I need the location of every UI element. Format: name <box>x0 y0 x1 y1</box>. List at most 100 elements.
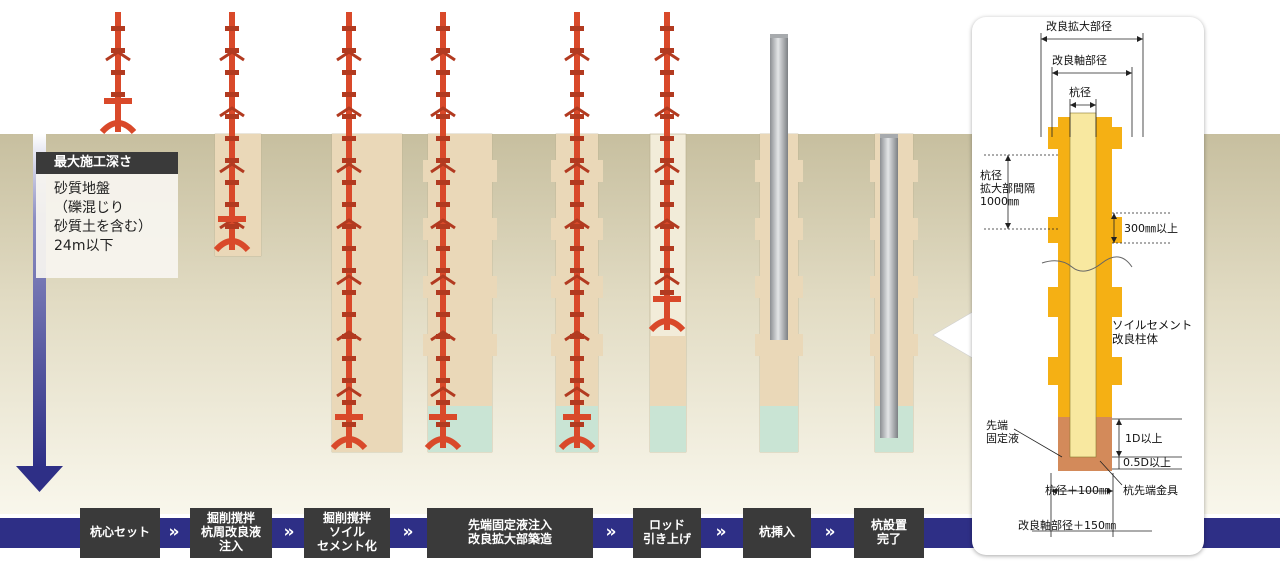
step-label: 掘削撹拌 <box>322 511 371 526</box>
rod-joint <box>342 224 356 229</box>
mixing-blade <box>219 106 245 118</box>
break-line <box>1041 256 1133 272</box>
rod-shaft <box>664 12 670 330</box>
rod-joint <box>342 202 356 207</box>
drill-head <box>648 318 686 333</box>
rod-joint <box>660 268 674 273</box>
rod-joint <box>436 92 450 97</box>
rod-joint <box>660 290 674 295</box>
mixing-blade <box>336 50 362 62</box>
rod-joint <box>660 202 674 207</box>
step-rod-lift: ロッド 引き上げ <box>633 508 701 558</box>
mixing-blade <box>564 162 590 174</box>
drill-head <box>213 238 251 253</box>
enlarged-section <box>423 218 497 240</box>
rod-joint <box>342 158 356 163</box>
rod-joint <box>111 92 125 97</box>
rod-joint <box>436 26 450 31</box>
stabilizer <box>335 414 363 420</box>
spacing-line: 1000㎜ <box>980 195 1019 209</box>
rod-joint <box>570 114 584 119</box>
rod-joint <box>342 136 356 141</box>
spacing-line: 拡大部間隔 <box>980 182 1035 196</box>
mixing-blade <box>430 274 456 286</box>
rod-joint <box>111 70 125 75</box>
rod-joint <box>342 378 356 383</box>
rod-joint <box>436 356 450 361</box>
rod-joint <box>570 268 584 273</box>
mixing-blade <box>564 330 590 342</box>
step-label: 改良拡大部築造 <box>467 532 552 546</box>
rod-joint <box>342 356 356 361</box>
soil-cement-column <box>650 336 686 406</box>
tip-fixing-liquid <box>760 406 798 452</box>
mixing-blade <box>336 162 362 174</box>
drill-rod <box>330 12 368 451</box>
arrowheads <box>1005 36 1143 494</box>
step-label: 完了 <box>876 532 901 546</box>
rod-joint <box>570 202 584 207</box>
rod-joint <box>342 92 356 97</box>
rod-joint <box>342 246 356 251</box>
rod-joint <box>436 246 450 251</box>
rod-joint <box>342 334 356 339</box>
rod-joint <box>436 422 450 427</box>
rod-joint <box>660 180 674 185</box>
step-pile-center-set: 杭心セット <box>80 508 160 558</box>
rod-joint <box>342 268 356 273</box>
rod-joint <box>111 26 125 31</box>
step-drill-inject: 掘削撹拌 杭周改良液 注入 <box>190 508 272 558</box>
rod-joint <box>436 400 450 405</box>
rod-joint <box>436 378 450 383</box>
rod-joint <box>436 70 450 75</box>
mixing-blade <box>654 274 680 286</box>
mixing-blade <box>654 50 680 62</box>
drill-head <box>330 436 368 451</box>
callout-pointer <box>932 309 977 361</box>
rod-joint <box>436 312 450 317</box>
step-label: 先端固定液注入 <box>467 518 552 533</box>
rod-joint <box>342 400 356 405</box>
mixing-blade <box>219 162 245 174</box>
rod-shaft <box>574 12 580 448</box>
stabilizer <box>429 414 457 420</box>
rod-joint <box>570 290 584 295</box>
chevron-right-icon: » <box>824 522 836 542</box>
depth-line: 砂質地盤 <box>54 181 110 197</box>
depth-line: 砂質土を含む） <box>54 219 152 235</box>
mixing-blade <box>564 218 590 230</box>
rod-joint <box>342 180 356 185</box>
rod-joint <box>660 246 674 251</box>
mixing-blade <box>430 50 456 62</box>
label-enlarged-height: 300㎜以上 <box>1124 222 1178 235</box>
rod-joint <box>570 334 584 339</box>
label-soil-cement-body: ソイルセメント 改良柱体 <box>1112 318 1192 347</box>
step-label: 杭周改良液 <box>200 525 261 540</box>
step-label: 杭挿入 <box>758 525 795 540</box>
rod-joint <box>570 246 584 251</box>
rod-joint <box>225 180 239 185</box>
rod-joint <box>342 114 356 119</box>
drill-rod <box>558 12 596 451</box>
bore-hole <box>214 133 262 257</box>
rod-joint <box>570 312 584 317</box>
rod-shaft <box>440 12 446 448</box>
rod-joint <box>225 114 239 119</box>
chevron-right-icon: » <box>168 522 180 542</box>
label-improved-enlarged-diameter: 改良拡大部径 <box>1046 20 1112 33</box>
rod-joint <box>570 422 584 427</box>
rod-joint <box>342 26 356 31</box>
rod-joint <box>570 224 584 229</box>
rod-joint <box>436 202 450 207</box>
label-tip-length-05d: 0.5D以上 <box>1123 456 1171 469</box>
drill-head <box>558 436 596 451</box>
label-shaft-plus-150: 改良軸部径＋150㎜ <box>1018 519 1116 532</box>
rod-joint <box>570 378 584 383</box>
pile-cap <box>770 34 788 38</box>
mixing-blade <box>336 274 362 286</box>
rod-joint <box>436 136 450 141</box>
mixing-blade <box>564 50 590 62</box>
rod-joint <box>225 70 239 75</box>
rod-joint <box>225 202 239 207</box>
rod-shaft <box>229 12 235 250</box>
